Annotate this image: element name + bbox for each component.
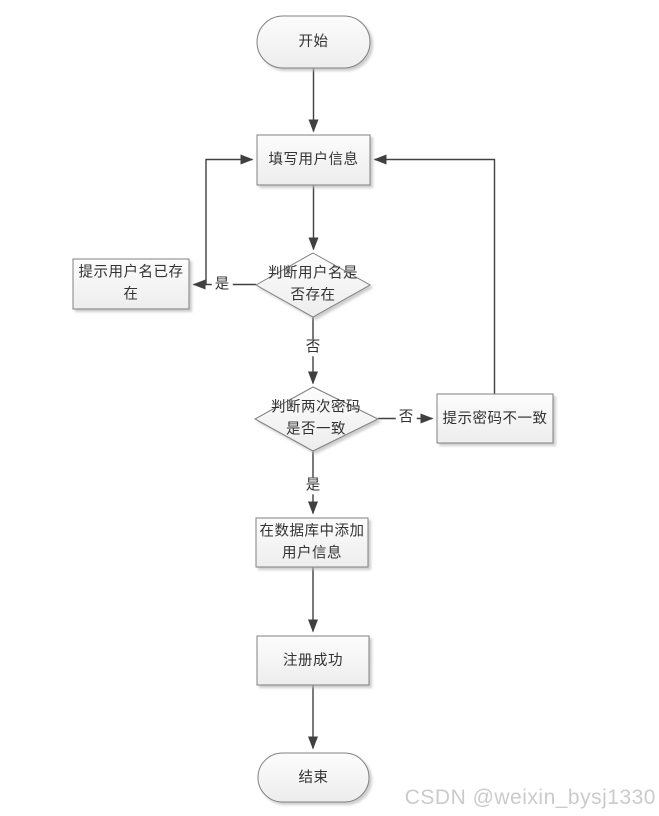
- node-add-user-to-db-shape: [255, 517, 369, 568]
- node-check-username-label-line2: 否存在: [290, 288, 336, 304]
- node-check-password-shape: [253, 386, 380, 452]
- node-check-password-label-line1: 判断两次密码: [271, 399, 361, 416]
- node-end-label-line: 结束: [298, 769, 329, 786]
- node-fill-user-info-shape: [256, 134, 371, 186]
- edge-loop-right-to-fill: [373, 154, 496, 394]
- node-register-success-label: 注册成功: [283, 649, 343, 671]
- node-prompt-password-mismatch-label: 提示密码不一致: [443, 407, 548, 429]
- node-start-shape: [256, 15, 371, 69]
- node-register-success-shape: [256, 635, 370, 686]
- node-end-label: 结束: [299, 766, 329, 788]
- edge-label-username-no: 否: [302, 339, 324, 357]
- edge-label-username-yes: 是: [211, 275, 233, 294]
- node-prompt-password-mismatch-shape: [436, 393, 554, 444]
- node-check-username-label-line1: 判断用户名是: [268, 265, 358, 282]
- node-prompt-username-exists-shape: [72, 258, 190, 310]
- node-add-user-to-db-line2: 用户信息: [282, 545, 342, 562]
- edge-label-password-no: 否: [395, 408, 417, 427]
- node-register-success-line: 注册成功: [283, 652, 343, 669]
- node-add-user-to-db-line1: 在数据库中添加: [259, 523, 365, 540]
- edge-loop-left-to-fill: [205, 154, 254, 285]
- node-end-shape: [257, 752, 370, 803]
- edge-label-password-yes: 是: [302, 477, 324, 495]
- node-check-username-label: 判断用户名是 否存在: [268, 263, 358, 308]
- node-group: [72, 15, 554, 803]
- node-prompt-username-exists-label: 提示用户名已存 在: [79, 262, 184, 307]
- csdn-watermark: CSDN @weixin_bysj1330: [404, 786, 656, 809]
- node-start-label-line: 开始: [298, 33, 329, 50]
- node-check-username-shape: [254, 252, 372, 318]
- node-fill-user-info-label-line: 填写用户信息: [268, 151, 359, 168]
- node-check-password-label-line2: 是否一致: [286, 422, 346, 438]
- node-prompt-password-mismatch-line: 提示密码不一致: [442, 410, 548, 427]
- node-prompt-username-exists-line1: 提示用户名已存: [78, 264, 184, 281]
- node-prompt-username-exists-line2: 在: [123, 287, 139, 303]
- node-check-password-label: 判断两次密码 是否一致: [271, 397, 361, 442]
- node-start-label: 开始: [299, 31, 329, 53]
- node-fill-user-info-label: 填写用户信息: [269, 149, 359, 171]
- node-add-user-to-db-label: 在数据库中添加 用户信息: [260, 520, 365, 565]
